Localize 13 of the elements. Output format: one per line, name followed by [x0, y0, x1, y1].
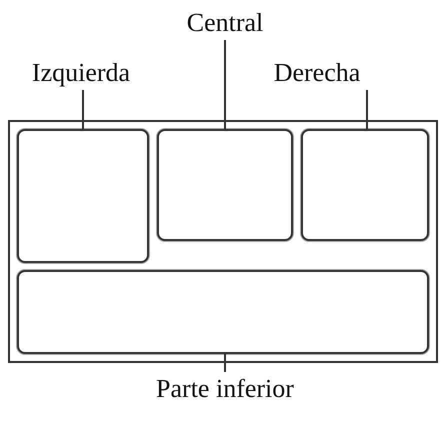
- leader-line: [224, 354, 226, 372]
- leader-line: [82, 90, 84, 129]
- callout-label: Derecha: [274, 60, 360, 86]
- panel: [17, 129, 149, 263]
- screen-frame: [8, 120, 438, 363]
- panel: [301, 129, 429, 241]
- leader-line: [366, 90, 368, 129]
- callout-label: Parte inferior: [156, 376, 294, 402]
- callout-label: Central: [186, 10, 264, 36]
- leader-line: [224, 40, 226, 129]
- panel: [157, 129, 293, 241]
- callout-label: Izquierda: [32, 60, 130, 86]
- panel: [17, 270, 429, 354]
